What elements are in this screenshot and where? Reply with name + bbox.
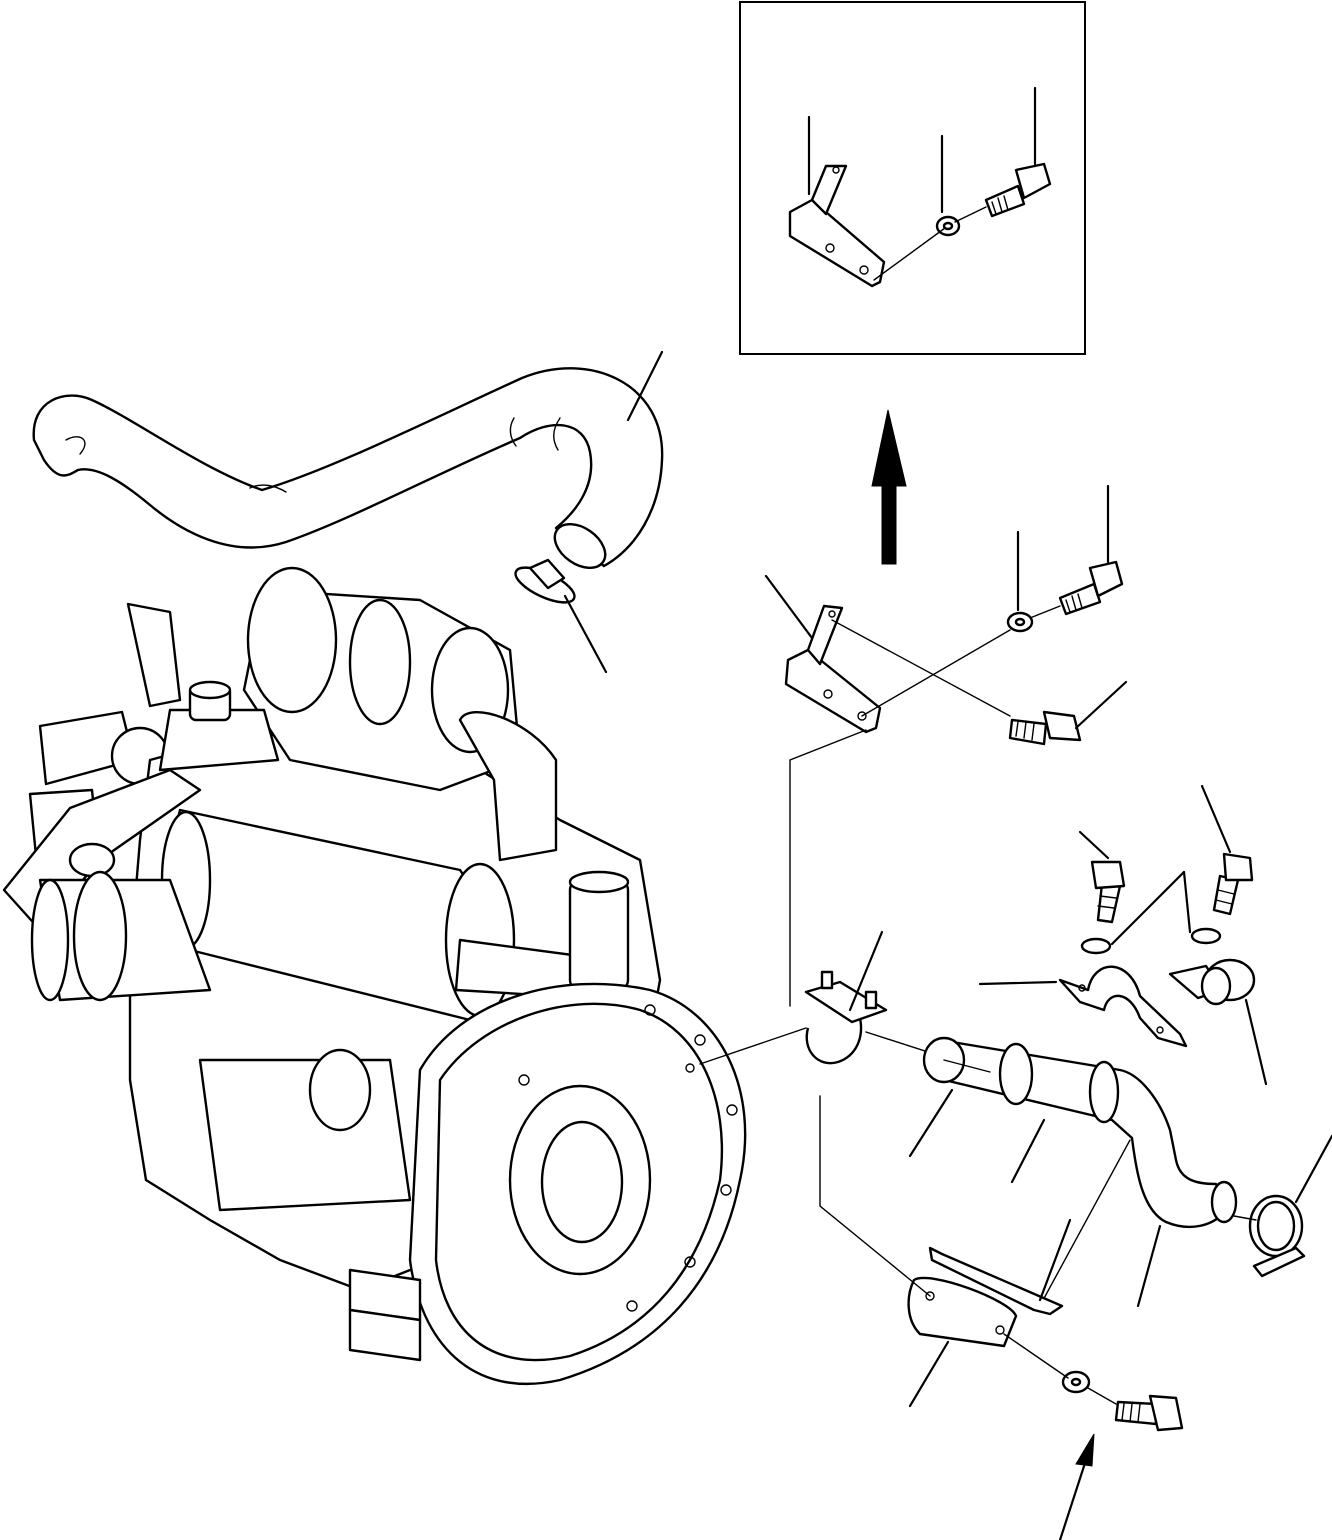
flywheel-housing	[410, 984, 745, 1384]
exhaust-pipe	[910, 1038, 1236, 1306]
inset-bolt	[986, 164, 1050, 216]
washer-upper	[1008, 532, 1032, 631]
bolt-right-clamp	[1202, 786, 1252, 914]
bolt-lower	[1010, 682, 1126, 744]
washer-right-clamp	[1184, 872, 1220, 943]
bracket-leader-lines	[790, 606, 1060, 1006]
oil-filter	[570, 872, 628, 990]
inset-leader-lines	[809, 88, 1035, 280]
air-cleaner	[244, 568, 556, 860]
bottom-bracket	[820, 1096, 1016, 1406]
washer-bottom	[1063, 1372, 1089, 1392]
pipe-sleeve-clamp	[1170, 960, 1266, 1084]
bolt-upper	[1060, 486, 1122, 614]
bolt-bottom	[1004, 1334, 1182, 1430]
thermostat-housing	[160, 682, 278, 770]
muffler-hanger-bracket	[766, 576, 880, 732]
alternator	[32, 872, 210, 1000]
hose-clamp	[511, 560, 606, 672]
direction-arrow	[1060, 1434, 1094, 1540]
pipe-clamp	[980, 967, 1186, 1046]
inset-bracket	[790, 166, 884, 286]
detail-view-arrow	[872, 410, 906, 564]
washer-left-clamp	[1082, 872, 1184, 953]
heat-shield	[930, 1220, 1070, 1314]
tailpipe-clamp	[1234, 1136, 1332, 1276]
starter-motor	[200, 1050, 410, 1210]
detail-inset	[740, 2, 1085, 354]
engine-mount	[350, 1270, 420, 1360]
air-intake-hose	[34, 352, 662, 577]
engine-assembly	[4, 568, 745, 1384]
bolt-left-clamp	[1080, 832, 1124, 922]
